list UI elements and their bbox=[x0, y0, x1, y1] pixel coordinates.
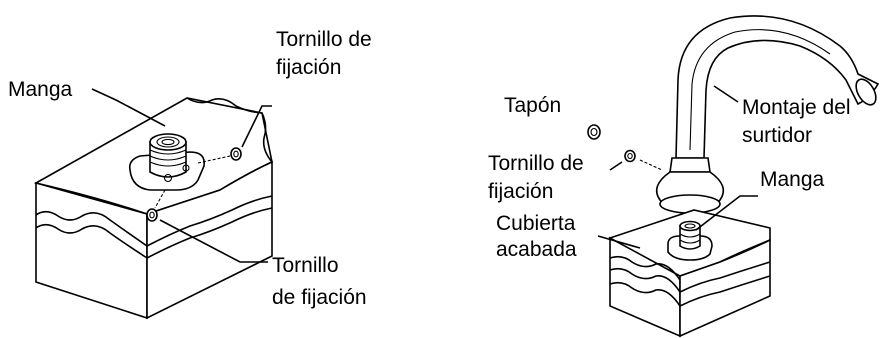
left-set-screw-bottom bbox=[146, 189, 166, 222]
left-countertop-block bbox=[33, 97, 273, 320]
label-plug: Tapón bbox=[504, 94, 561, 117]
leader-set-screw-right bbox=[609, 161, 623, 171]
label-sleeve-right: Manga bbox=[760, 168, 825, 191]
label-set-screw-top-left-line1: Tornillo de bbox=[276, 28, 372, 51]
label-deck-line2: acabada bbox=[496, 238, 577, 261]
label-spout-line1: Montaje del bbox=[742, 96, 851, 119]
label-set-screw-bottom-left-line1: Tornillo bbox=[272, 254, 339, 277]
right-set-screw bbox=[624, 149, 663, 171]
label-set-screw-top-left-line2: fijación bbox=[276, 56, 341, 79]
leader-spout bbox=[713, 85, 739, 103]
leader-sleeve-left bbox=[91, 88, 166, 127]
right-sleeve-fitting bbox=[667, 220, 713, 261]
label-set-screw-right-line1: Tornillo de bbox=[488, 152, 584, 175]
label-deck-line1: Cubierta bbox=[496, 212, 576, 235]
leader-sleeve-right bbox=[695, 195, 758, 231]
label-sleeve-left: Manga bbox=[8, 78, 73, 101]
label-set-screw-right-line2: fijación bbox=[488, 180, 553, 203]
label-set-screw-bottom-left-line2: de fijación bbox=[272, 286, 367, 309]
label-spout-line2: surtidor bbox=[742, 124, 812, 147]
right-plug bbox=[587, 124, 601, 140]
right-spout-assembly bbox=[655, 15, 880, 215]
left-sleeve-fitting bbox=[128, 133, 206, 191]
leader-deck bbox=[597, 235, 641, 249]
left-set-screw-top bbox=[197, 147, 242, 164]
leader-set-screw-top-left bbox=[241, 105, 272, 148]
leader-set-screw-bottom-left bbox=[159, 219, 268, 263]
